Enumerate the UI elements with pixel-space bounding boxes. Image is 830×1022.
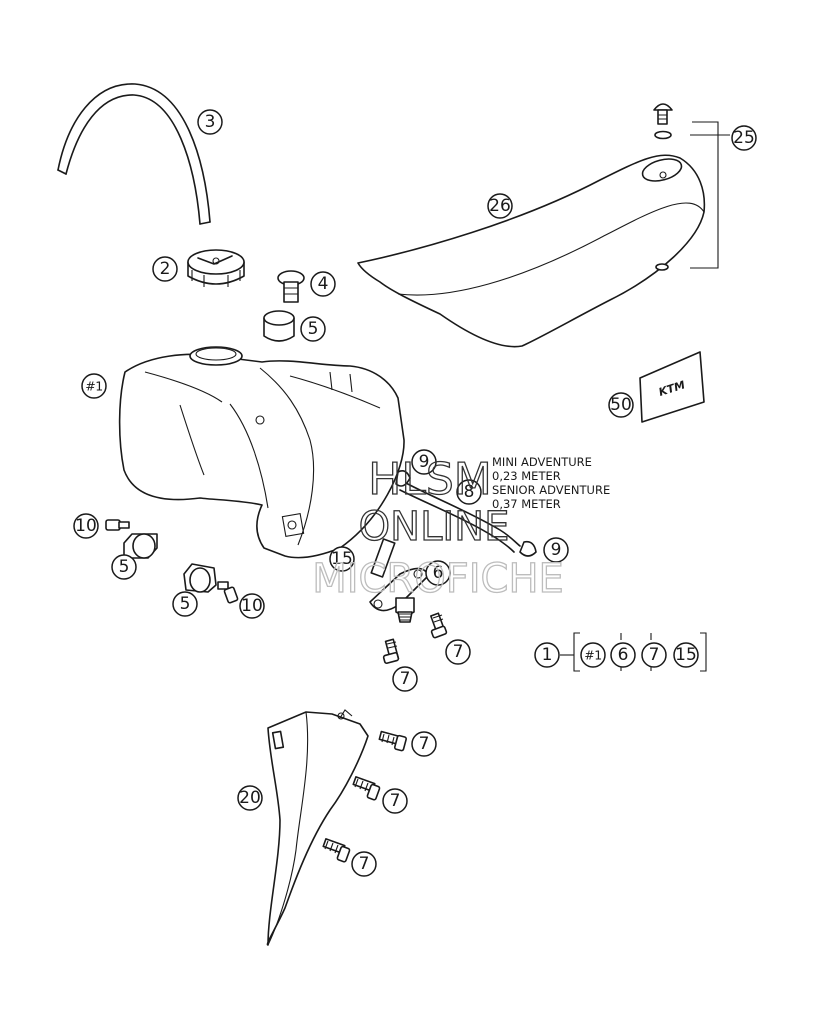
ktm-decal: KTM [639, 351, 705, 423]
svg-text:7: 7 [359, 854, 370, 874]
callout-7-spoiler-b: 7 [382, 788, 408, 814]
callout-25: 25 [731, 125, 757, 151]
svg-text:7: 7 [453, 642, 464, 662]
svg-text:#1: #1 [584, 648, 601, 663]
callout-50: 50 [608, 392, 634, 418]
callout-5-top: 5 [300, 316, 326, 342]
svg-text:6: 6 [618, 645, 629, 665]
tank-spoiler [266, 709, 369, 946]
tank-bolt-lower [217, 581, 239, 604]
svg-text:6: 6 [433, 563, 444, 583]
fuel-cap [187, 249, 245, 287]
svg-text:5: 5 [119, 557, 130, 577]
callout-3: 3 [197, 109, 223, 135]
seat [357, 154, 706, 348]
svg-text:15: 15 [331, 549, 353, 569]
callout-20: 20 [237, 785, 263, 811]
callout-2: 2 [152, 256, 178, 282]
svg-text:0,37 METER: 0,37 METER [492, 497, 561, 511]
fuel-tank [118, 346, 405, 559]
fuel-tap [369, 538, 429, 623]
mounting-bolt [277, 270, 305, 303]
spoiler-screw-a [378, 730, 407, 752]
svg-text:ONLINE: ONLINE [359, 504, 510, 550]
kit-callout-tank: #1 [580, 642, 606, 668]
callout-10-left: 10 [73, 513, 99, 539]
kit-callout-6: 6 [610, 642, 636, 668]
callout-5-lower: 5 [172, 591, 198, 617]
vent-hose [57, 83, 211, 225]
svg-text:3: 3 [205, 112, 216, 132]
svg-text:MINI ADVENTURE: MINI ADVENTURE [492, 455, 592, 469]
rubber-bushing-left [123, 533, 158, 559]
rubber-bushing-top [263, 310, 295, 342]
kit-bracket [560, 632, 707, 672]
svg-text:20: 20 [239, 788, 261, 808]
svg-text:HLSM: HLSM [368, 454, 492, 505]
callout-7-spoiler-c: 7 [351, 851, 377, 877]
callout-15: 15 [329, 546, 355, 572]
callout-tank: #1 [81, 373, 107, 399]
svg-text:0,23 METER: 0,23 METER [492, 469, 561, 483]
kit-callout-15: 15 [673, 642, 699, 668]
svg-text:5: 5 [180, 594, 191, 614]
svg-text:7: 7 [390, 791, 401, 811]
svg-text:10: 10 [241, 596, 263, 616]
callout-9-upper: 9 [411, 449, 437, 475]
callout-7-tap-right: 7 [445, 639, 471, 665]
svg-text:15: 15 [675, 645, 697, 665]
svg-text:7: 7 [649, 645, 660, 665]
tank-bolt-left [105, 519, 130, 531]
svg-text:10: 10 [75, 516, 97, 536]
kit-callout-1: 1 [534, 642, 560, 668]
callout-4: 4 [310, 271, 336, 297]
callout-7-spoiler-a: 7 [411, 731, 437, 757]
kit-callout-7: 7 [641, 642, 667, 668]
callout-7-tap-left: 7 [392, 666, 418, 692]
svg-text:50: 50 [610, 395, 632, 415]
svg-text:25: 25 [733, 128, 755, 148]
svg-text:8: 8 [464, 482, 475, 502]
svg-text:2: 2 [160, 259, 171, 279]
spoiler-screw-c [322, 838, 351, 863]
spoiler-screw-b [352, 776, 381, 801]
svg-text:1: 1 [542, 645, 553, 665]
svg-text:SENIOR ADVENTURE: SENIOR ADVENTURE [492, 483, 610, 497]
callout-6: 6 [425, 560, 451, 586]
svg-text:26: 26 [489, 196, 511, 216]
svg-text:9: 9 [419, 452, 430, 472]
svg-text:7: 7 [400, 669, 411, 689]
watermark: HLSM ONLINE MICROFICHE [312, 453, 565, 602]
callout-10-lower: 10 [239, 593, 265, 619]
svg-text:7: 7 [419, 734, 430, 754]
callout-5-left: 5 [111, 554, 137, 580]
fuel-hose [395, 470, 537, 557]
tap-screw-b [430, 612, 448, 639]
seat-screw-kit [653, 103, 730, 271]
svg-text:9: 9 [551, 540, 562, 560]
tap-screw-a [382, 638, 400, 665]
svg-text:4: 4 [318, 274, 329, 294]
svg-text:#1: #1 [85, 379, 102, 394]
rubber-bushing-lower [183, 563, 217, 593]
svg-text:5: 5 [308, 319, 319, 339]
callout-9-lower: 9 [543, 537, 569, 563]
svg-text:MICROFICHE: MICROFICHE [312, 556, 564, 602]
callout-8: 8 [456, 479, 482, 505]
hose-length-note: MINI ADVENTURE 0,23 METER SENIOR ADVENTU… [492, 455, 610, 511]
callout-26: 26 [487, 193, 513, 219]
